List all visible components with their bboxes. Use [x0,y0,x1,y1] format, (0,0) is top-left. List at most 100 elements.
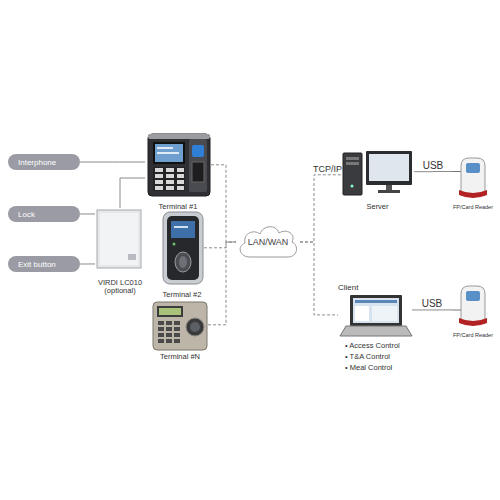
keypad-keys [155,168,184,190]
screen-line [157,147,173,149]
node-label: VIRDI LC010 (optional) [95,279,145,296]
terminal-body [148,134,210,196]
controller-body [97,210,141,268]
node-label: Terminal #1 [159,203,198,212]
bullet-label: • Access Control [345,341,400,350]
monitor-frame [366,151,412,185]
connector-line [80,162,145,163]
connector-label: USB [423,160,444,171]
monitor-base [378,190,400,193]
terminal-front [167,216,199,280]
laptop-base [340,326,412,336]
connector-line [80,263,95,264]
connector-line [204,242,236,248]
connector-line [208,242,236,325]
screen-bezel [153,142,185,164]
bullet-label: • Meal Control [345,363,392,372]
keypad-keys [158,321,180,343]
sensor-panel [189,139,207,192]
node-label: Interphone [18,158,56,167]
terminal-body [153,302,207,350]
bullet-label: • T&A Control [345,352,390,361]
connector-line [211,165,236,242]
connector-line [412,309,452,310]
reader-art [452,158,487,198]
screen-line [174,226,188,228]
drive-bay [346,157,359,160]
node-label: Server [366,203,388,212]
reader-base [459,190,487,198]
screen-line [157,152,179,154]
controller-device: VIRDI LC010 (optional) [95,208,145,296]
reader-body [461,158,485,195]
reader-sensor [466,163,480,173]
controller-emblem [128,254,136,260]
input-pill: Lock [8,206,80,222]
client-laptop: Client [338,283,412,338]
screen-panel [355,306,369,321]
fingerprint-sensor [175,252,191,272]
connector-line [80,213,95,214]
server-art [343,151,412,195]
card-area [192,162,204,182]
screen-bar [355,300,397,303]
terminal-n-art [153,302,207,350]
connector-line [414,171,452,172]
controller-panel [100,213,138,265]
laptop-lid [350,295,402,326]
card-reader: FP/Card Reader [452,283,494,338]
cloud-shape [240,227,296,257]
screen [159,308,181,315]
terminal-device: Terminal #2 [160,210,204,300]
node-label: Terminal #2 [163,291,202,300]
laptop-art [340,295,412,336]
input-pill: Interphone [8,154,80,170]
node-label: FP/Card Reader [453,332,493,338]
node-label: FP/Card Reader [453,204,493,210]
usb-plug [452,310,461,311]
fingerprint-sensor [192,145,204,157]
terminal-1-art [148,134,210,196]
server-tower [343,153,362,195]
connector-label: USB [422,298,443,309]
screen-panel [372,306,397,321]
terminal-device: Terminal #1 [145,132,211,212]
terminal-device: Terminal #N [152,300,208,362]
drive-bay [346,162,359,165]
laptop-screen [353,298,399,323]
keypad [153,167,185,191]
fingerprint-window [190,322,200,332]
reader-sensor [466,291,480,301]
reader-body [461,286,485,323]
connector-line [300,175,341,242]
node-label: LAN/WAN [248,237,289,247]
card-reader: FP/Card Reader [452,155,494,210]
node-label: Terminal #N [160,353,200,362]
reader-art [452,286,487,326]
server-computer: Server [341,150,414,212]
screen-bezel [157,306,183,317]
screen [171,221,195,238]
reader-base [459,318,487,326]
connector-line [120,178,145,208]
controller-art [97,210,141,268]
network-cloud: LAN/WAN [236,222,300,262]
terminal-body [163,212,203,284]
node-label: Lock [18,210,35,219]
fingerprint-sensor [186,318,204,336]
node-label: Exit button [18,260,56,269]
power-led [351,185,354,188]
screen [155,144,183,162]
node-label: Client [338,283,358,292]
connector-line [300,242,338,315]
terminal-top [148,134,210,139]
terminal-2-art [163,212,203,284]
monitor-screen [369,154,409,181]
usb-plug [452,171,461,172]
status-led [173,243,176,246]
connector-label: TCP/IP [313,164,342,174]
fingerprint-window [179,256,187,268]
input-pill: Exit button [8,256,80,272]
monitor-stand [386,185,392,190]
